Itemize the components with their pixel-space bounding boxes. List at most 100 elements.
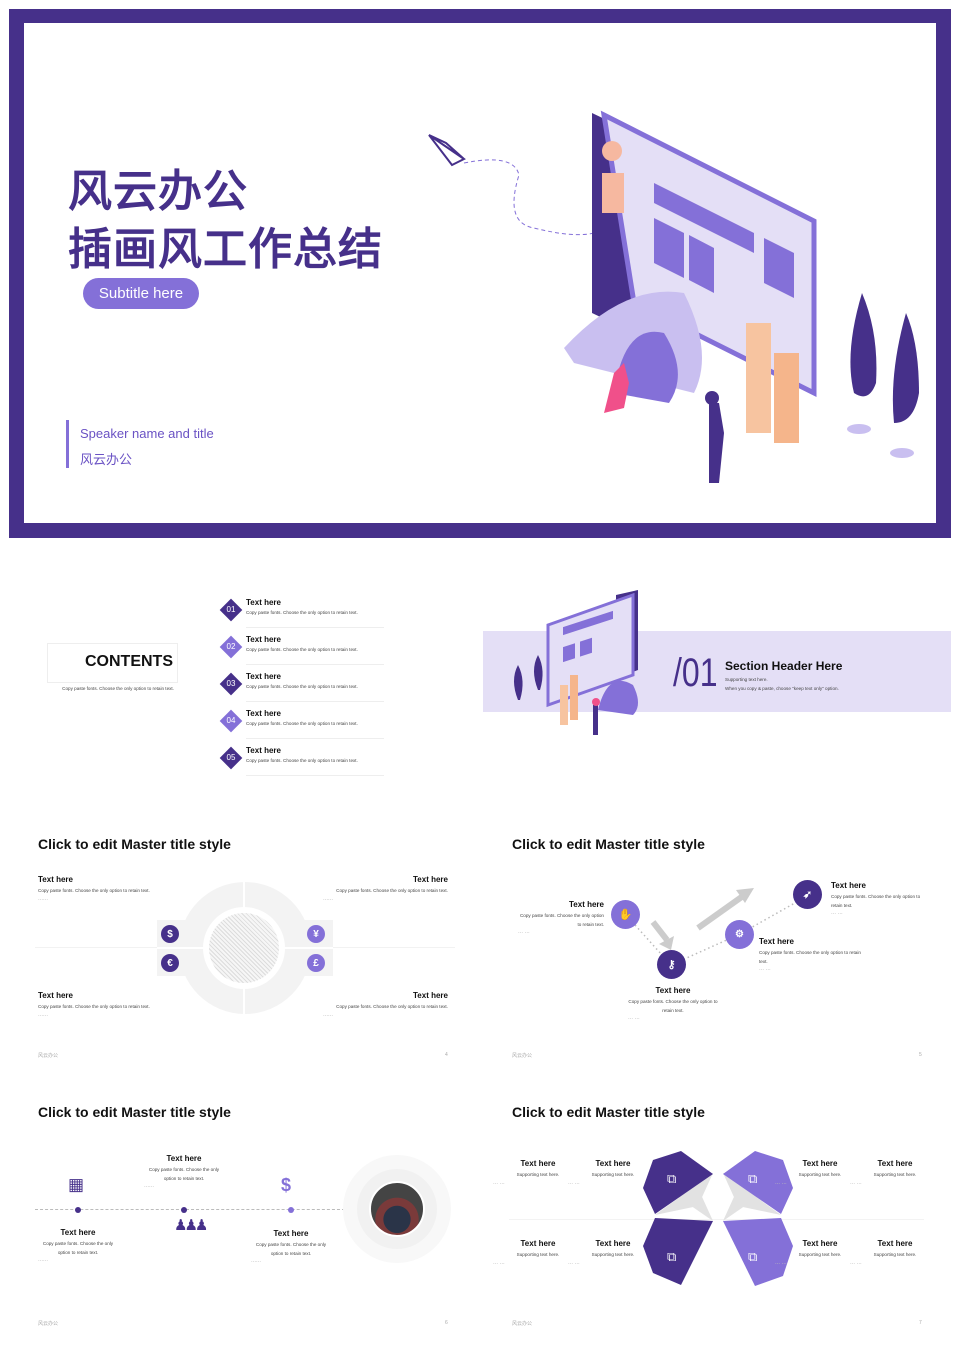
contents-item[interactable]: 02 Text here Copy paste fonts. Choose th… xyxy=(219,635,389,669)
text-block: Text here Copy paste fonts. Choose the o… xyxy=(323,991,448,1018)
text-block: Text here Copy paste fonts. Choose the o… xyxy=(831,881,921,916)
item-number: 05 xyxy=(226,753,236,762)
process-connectors xyxy=(625,888,810,966)
devices-icon: ⧉ xyxy=(667,1171,677,1186)
block-desc: Copy paste fonts. Choose the only option… xyxy=(336,1004,448,1009)
arrow-down xyxy=(650,920,670,942)
block-desc: Supporting text here. xyxy=(873,1252,917,1257)
subtitle-pill: Subtitle here xyxy=(83,278,199,309)
slide-6[interactable]: Click to edit Master title style ▦ ♟♟♟ $… xyxy=(9,1098,475,1343)
text-block: Text here Supporting text here. ... ... xyxy=(493,1159,583,1186)
contents-slide[interactable]: CONTENTS Copy paste fonts. Choose the on… xyxy=(9,565,475,805)
block-more: ... ... xyxy=(628,1015,640,1022)
contents-item[interactable]: 03 Text here Copy paste fonts. Choose th… xyxy=(219,672,389,706)
block-title: Text here xyxy=(569,900,604,909)
hexagon-cluster xyxy=(643,1151,793,1286)
cover-title-line2: 插画风工作总结 xyxy=(68,225,383,274)
slide-title: Click to edit Master title style xyxy=(512,836,705,852)
block-desc: Supporting text here. xyxy=(798,1172,842,1177)
text-block: Text here Copy paste fonts. Choose the o… xyxy=(323,875,448,902)
contents-item[interactable]: 04 Text here Copy paste fonts. Choose th… xyxy=(219,709,389,743)
contents-title: CONTENTS xyxy=(85,653,173,670)
contents-desc: Copy paste fonts. Choose the only option… xyxy=(62,686,174,691)
speaker-company: 风云办公 xyxy=(80,452,133,467)
block-title: Text here xyxy=(413,875,448,884)
block-desc: Copy paste fonts. Choose the only option… xyxy=(148,1167,220,1181)
text-block: Text here Copy paste fonts. Choose the o… xyxy=(38,875,163,902)
item-desc: Copy paste fonts. Choose the only option… xyxy=(246,758,358,763)
timeline-dot xyxy=(75,1207,81,1213)
arrow-up xyxy=(696,893,745,931)
block-title: Text here xyxy=(166,1154,202,1163)
block-more: ...... xyxy=(323,895,334,902)
cover-slide[interactable]: 风云办公 插画风工作总结 Subtitle here Speaker name … xyxy=(9,9,951,538)
block-more: ... ... xyxy=(568,1259,580,1266)
item-title: Text here xyxy=(246,598,281,607)
slide-7[interactable]: Click to edit Master title style ⧉ ⧉ ⧉ ⧉… xyxy=(483,1098,951,1343)
section-header: Section Header Here xyxy=(725,659,843,673)
devices-icon: ⧉ xyxy=(748,1171,758,1186)
block-desc: Supporting text here. xyxy=(798,1252,842,1257)
block-desc: Copy paste fonts. Choose the only option… xyxy=(38,1004,150,1009)
slide-4[interactable]: Click to edit Master title style $ € ¥ £… xyxy=(9,830,475,1070)
item-desc: Copy paste fonts. Choose the only option… xyxy=(246,610,358,615)
block-title: Text here xyxy=(520,1159,556,1168)
block-desc: Supporting text here. xyxy=(873,1172,917,1177)
block-title: Text here xyxy=(877,1239,913,1248)
block-title: Text here xyxy=(802,1239,838,1248)
block-desc: Copy paste fonts. Choose the only option… xyxy=(759,950,861,964)
item-number: 01 xyxy=(226,605,236,614)
text-block: Text here Copy paste fonts. Choose the o… xyxy=(38,1228,118,1263)
footer-label: 风云办公 xyxy=(512,1321,533,1327)
page-number: 7 xyxy=(919,1320,922,1326)
block-title: Text here xyxy=(655,986,691,995)
block-more: ...... xyxy=(144,1183,155,1190)
contents-item[interactable]: 05 Text here Copy paste fonts. Choose th… xyxy=(219,746,389,780)
block-title: Text here xyxy=(38,875,73,884)
team-icon: ♟♟♟ xyxy=(174,1217,208,1234)
contents-item[interactable]: 01 Text here Copy paste fonts. Choose th… xyxy=(219,598,389,632)
block-title: Text here xyxy=(60,1228,96,1237)
item-number: 04 xyxy=(226,716,236,725)
divider xyxy=(509,1219,924,1220)
block-more: ... ... xyxy=(850,1259,862,1266)
text-block: Text here Copy paste fonts. Choose the o… xyxy=(144,1154,224,1189)
meeting-room-photo xyxy=(369,1181,425,1237)
block-more: ... ... xyxy=(518,929,530,936)
page-number: 4 xyxy=(445,1052,448,1058)
text-block: Text here Copy paste fonts. Choose the o… xyxy=(38,991,163,1018)
item-desc: Copy paste fonts. Choose the only option… xyxy=(246,684,358,689)
block-title: Text here xyxy=(759,937,794,946)
block-title: Text here xyxy=(877,1159,913,1168)
cover-content: 风云办公 插画风工作总结 Subtitle here Speaker name … xyxy=(24,23,936,523)
cover-title-line1: 风云办公 xyxy=(68,167,248,216)
item-title: Text here xyxy=(246,672,281,681)
divider xyxy=(246,738,384,739)
divider xyxy=(246,701,384,702)
block-desc: Copy paste fonts. Choose the only option… xyxy=(38,888,150,893)
block-more: ... ... xyxy=(850,1179,862,1186)
page-number: 5 xyxy=(919,1052,922,1058)
item-number: 02 xyxy=(226,642,236,651)
block-desc: Copy paste fonts. Choose the only option… xyxy=(628,999,718,1013)
block-title: Text here xyxy=(520,1239,556,1248)
block-desc: Supporting text here. xyxy=(516,1172,560,1177)
text-block: Text here Supporting text here. ... ... xyxy=(850,1159,940,1186)
section-number: /01 xyxy=(673,651,718,695)
slide-title: Click to edit Master title style xyxy=(38,1104,231,1120)
block-more: ... ... xyxy=(493,1179,505,1186)
block-title: Text here xyxy=(273,1229,309,1238)
block-title: Text here xyxy=(595,1159,631,1168)
cover-illustration xyxy=(428,110,919,483)
item-desc: Copy paste fonts. Choose the only option… xyxy=(246,647,358,652)
slide-5[interactable]: Click to edit Master title style ✋ ⚷ ⚙ ➶… xyxy=(483,830,951,1070)
section-support-2: When you copy & paste, choose "keep text… xyxy=(725,686,839,691)
text-block: Text here Supporting text here. ... ... xyxy=(568,1239,658,1266)
section-illustration xyxy=(514,590,638,735)
item-number: 03 xyxy=(226,679,236,688)
section-slide[interactable]: /01 Section Header Here Supporting text … xyxy=(483,565,951,805)
block-desc: Supporting text here. xyxy=(591,1252,635,1257)
block-title: Text here xyxy=(595,1239,631,1248)
lightbulb-hand-icon: ✋ xyxy=(611,900,640,929)
pound-icon: £ xyxy=(307,954,325,972)
